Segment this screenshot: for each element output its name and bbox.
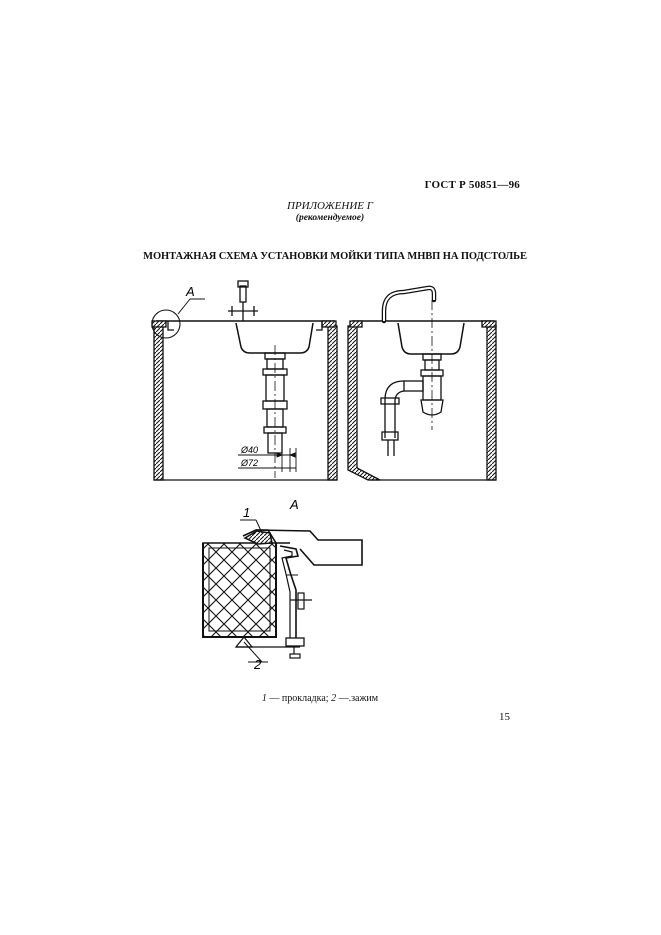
part-label-2: 2 xyxy=(253,657,262,672)
panel-crosshatch xyxy=(202,542,277,638)
gooseneck-faucet xyxy=(381,285,437,324)
left-wall-hatched xyxy=(153,325,164,481)
left-cabinet-view xyxy=(151,280,338,481)
right-wall-hatched xyxy=(327,325,338,481)
appendix-note: (рекомендуемое) xyxy=(295,212,365,223)
dimension-lines xyxy=(238,448,297,472)
gasket-part-1 xyxy=(243,530,273,545)
appendix-heading: ПРИЛОЖЕНИЕ Г (рекомендуемое) xyxy=(250,200,410,224)
siphon-right xyxy=(380,353,444,456)
right-cabinet-view xyxy=(347,285,497,481)
clamp-part-2 xyxy=(279,545,312,659)
right-view-left-wall xyxy=(347,325,381,481)
caption-text-2: —.зажим xyxy=(336,693,379,704)
figure-caption: 1 — прокладка; 2 —.зажим xyxy=(210,693,430,704)
caption-num-1: 1 xyxy=(261,693,267,704)
callout-circle-a xyxy=(151,309,181,339)
sink-bowl xyxy=(235,322,314,354)
standard-code: ГОСТ Р 50851—96 xyxy=(424,179,520,191)
caption-num-2: 2 xyxy=(331,693,337,704)
sink-edge-profile xyxy=(255,529,363,566)
detail-label-a: А xyxy=(289,497,299,512)
dimension-40: Ø40 xyxy=(240,445,258,455)
caption-text-1: — прокладка; xyxy=(266,693,332,704)
faucet-left xyxy=(228,280,258,321)
sink-bowl-right xyxy=(397,322,465,355)
appendix-title: ПРИЛОЖЕНИЕ Г xyxy=(287,200,373,212)
figure-title: МОНТАЖНАЯ СХЕМА УСТАНОВКИ МОЙКИ ТИПА МНВ… xyxy=(143,251,527,262)
page-number: 15 xyxy=(499,711,510,723)
callout-label-a: А xyxy=(185,284,195,299)
right-view-right-wall xyxy=(486,325,497,481)
detail-a xyxy=(202,519,363,663)
part-label-1: 1 xyxy=(243,505,250,520)
dimension-72: Ø72 xyxy=(240,458,258,468)
